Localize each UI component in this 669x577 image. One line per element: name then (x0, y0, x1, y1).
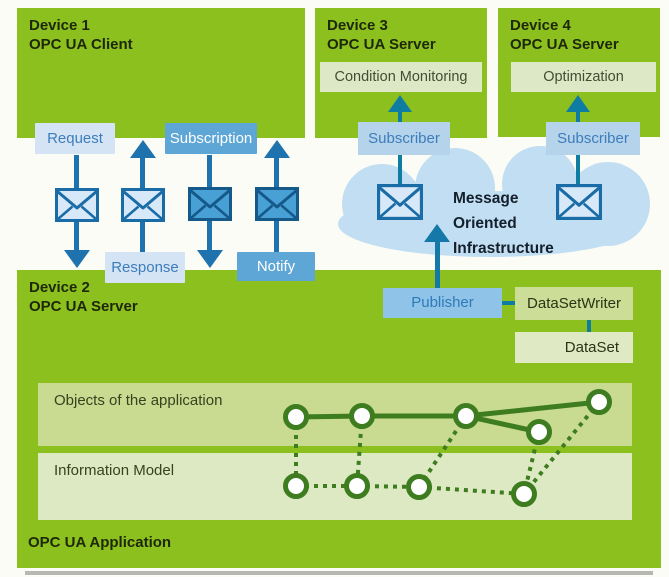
subscriber1-label: Subscriber (358, 122, 450, 155)
publisher-arrow-shaft (435, 240, 440, 288)
request-envelope-icon (55, 188, 99, 222)
device2-subtitle: OPC UA Server (29, 298, 138, 315)
subscriber2-arrowhead-up-icon (566, 95, 590, 112)
dataset-box: DataSet (515, 332, 633, 363)
subscriber2-label: Subscriber (546, 122, 640, 155)
subscriber1-cloud-connector (398, 155, 402, 186)
subscriber1-arrowhead-up-icon (388, 95, 412, 112)
bottom-shadow (25, 571, 653, 575)
datasetwriter-dataset-connector (587, 320, 591, 332)
subscription-label: Subscription (165, 123, 257, 154)
device3-heading: Device 3 OPC UA Server (327, 16, 436, 54)
cloud-envelope-right-icon (556, 184, 602, 220)
device1-heading: Device 1 OPC UA Client (29, 16, 133, 54)
publisher-label: Publisher (383, 288, 502, 318)
response-arrowhead-up-icon (130, 140, 156, 158)
device1-box: Device 1 OPC UA Client (17, 8, 305, 138)
subscriber2-arrow-shaft (576, 111, 580, 123)
message-oriented-infrastructure-label: Message Oriented Infrastructure (453, 190, 554, 257)
device2-title: Device 2 (29, 279, 90, 296)
objects-layer-band: Objects of the application (38, 383, 632, 446)
device3-subtitle: OPC UA Server (327, 36, 436, 53)
objects-layer-label: Objects of the application (54, 392, 223, 409)
subscriber1-arrow-shaft (398, 111, 402, 123)
device3-title: Device 3 (327, 17, 388, 34)
notify-envelope-icon (255, 187, 299, 221)
device4-heading: Device 4 OPC UA Server (510, 16, 619, 54)
request-label: Request (35, 123, 115, 154)
device2-heading: Device 2 OPC UA Server (29, 278, 138, 316)
response-envelope-icon (121, 188, 165, 222)
condition-monitoring-box: Condition Monitoring (320, 62, 482, 92)
notify-arrowhead-up-icon (264, 140, 290, 158)
opc-ua-application-label: OPC UA Application (28, 534, 172, 551)
device1-title: Device 1 (29, 17, 90, 34)
subscriber2-cloud-connector (576, 155, 580, 186)
request-arrowhead-down-icon (64, 250, 90, 268)
device4-subtitle: OPC UA Server (510, 36, 619, 53)
subscription-arrowhead-down-icon (197, 250, 223, 268)
notify-label: Notify (237, 252, 315, 281)
datasetwriter-box: DataSetWriter (515, 287, 633, 320)
device4-title: Device 4 (510, 17, 571, 34)
information-model-band: Information Model (38, 453, 632, 520)
device1-subtitle: OPC UA Client (29, 36, 133, 53)
subscription-envelope-icon (188, 187, 232, 221)
publisher-datasetwriter-connector (502, 301, 515, 305)
information-model-label: Information Model (54, 462, 175, 479)
cloud-envelope-left-icon (377, 184, 423, 220)
response-label: Response (105, 252, 185, 283)
optimization-box: Optimization (511, 62, 656, 92)
